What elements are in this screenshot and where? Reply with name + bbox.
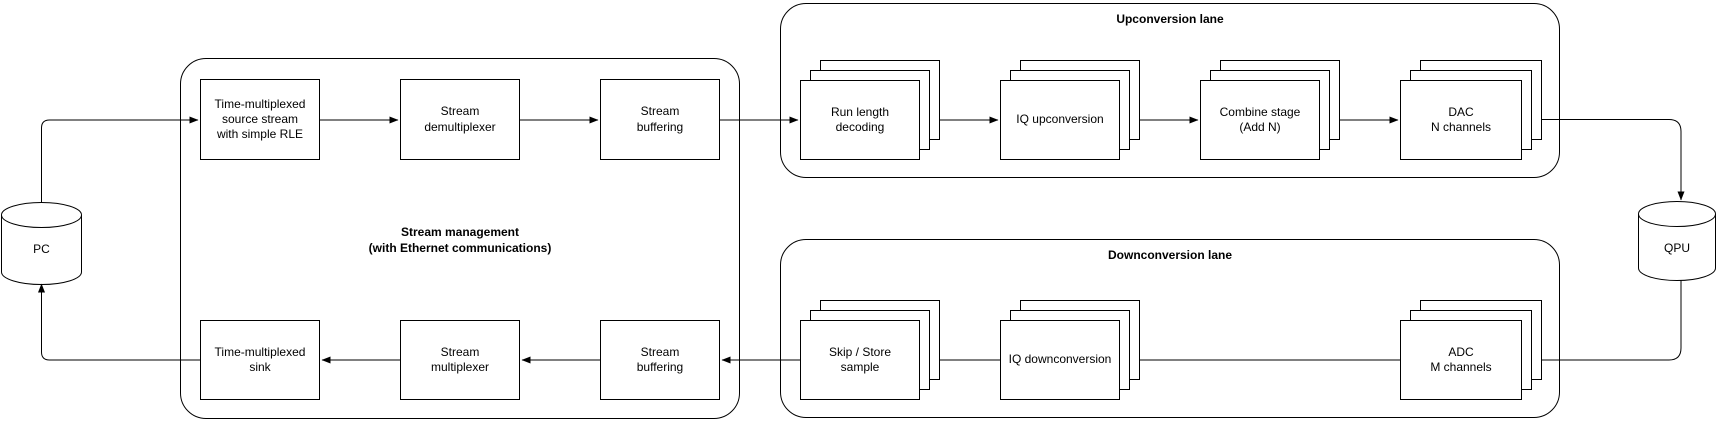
node-tm-sink: Time-multiplexed sink: [200, 320, 320, 400]
group-upconversion-lane: [780, 3, 1560, 178]
node-label: Time-multiplexed source stream with simp…: [214, 96, 306, 142]
stack-layer-front: Combine stage (Add N): [1200, 80, 1320, 160]
stack-layer-front: ADC M channels: [1400, 320, 1522, 400]
node-label: Run length decoding: [830, 104, 890, 134]
node-label: IQ upconversion: [1016, 112, 1104, 127]
group-stream-management: [180, 58, 740, 419]
node-dac: DAC N channels: [1400, 60, 1542, 160]
arrow-pc-to-source: [41, 116, 199, 202]
node-label: Time-multiplexed sink: [214, 344, 306, 374]
node-iq-downconversion: IQ downconversion: [1000, 300, 1140, 400]
node-stream-buffering-bottom: Stream buffering: [600, 320, 720, 400]
node-label: Stream buffering: [636, 344, 684, 374]
node-label: Skip / Store sample: [828, 344, 892, 374]
qpu-label: QPU: [1663, 241, 1690, 255]
stack-layer-front: IQ downconversion: [1000, 320, 1120, 400]
arrow-sink-to-pc: [38, 283, 200, 361]
node-combine-stage: Combine stage (Add N): [1200, 60, 1340, 160]
node-run-length-decoding: Run length decoding: [800, 60, 940, 160]
downconversion-lane-label: Downconversion lane: [1107, 248, 1233, 262]
node-label: DAC N channels: [1430, 104, 1492, 134]
stack-layer-front: Skip / Store sample: [800, 320, 920, 400]
stream-management-label: Stream management (with Ethernet communi…: [368, 225, 552, 256]
stack-layer-front: Run length decoding: [800, 80, 920, 160]
node-skip-store-sample: Skip / Store sample: [800, 300, 940, 400]
node-stream-demultiplexer: Stream demultiplexer: [400, 79, 520, 160]
node-label: IQ downconversion: [1008, 352, 1112, 367]
pc-label: PC: [33, 242, 50, 256]
node-stream-multiplexer: Stream multiplexer: [400, 320, 520, 400]
node-stream-buffering-top: Stream buffering: [600, 79, 720, 160]
node-iq-upconversion: IQ upconversion: [1000, 60, 1140, 160]
node-label: Stream multiplexer: [430, 344, 490, 374]
node-label: Stream demultiplexer: [424, 104, 496, 134]
node-label: ADC M channels: [1430, 344, 1492, 374]
node-label: Stream buffering: [636, 104, 684, 134]
node-label: Combine stage (Add N): [1219, 104, 1301, 134]
node-tm-source: Time-multiplexed source stream with simp…: [200, 79, 320, 160]
stack-layer-front: IQ upconversion: [1000, 80, 1120, 160]
node-adc: ADC M channels: [1400, 300, 1542, 400]
stack-layer-front: DAC N channels: [1400, 80, 1522, 160]
upconversion-lane-label: Upconversion lane: [1116, 12, 1224, 26]
